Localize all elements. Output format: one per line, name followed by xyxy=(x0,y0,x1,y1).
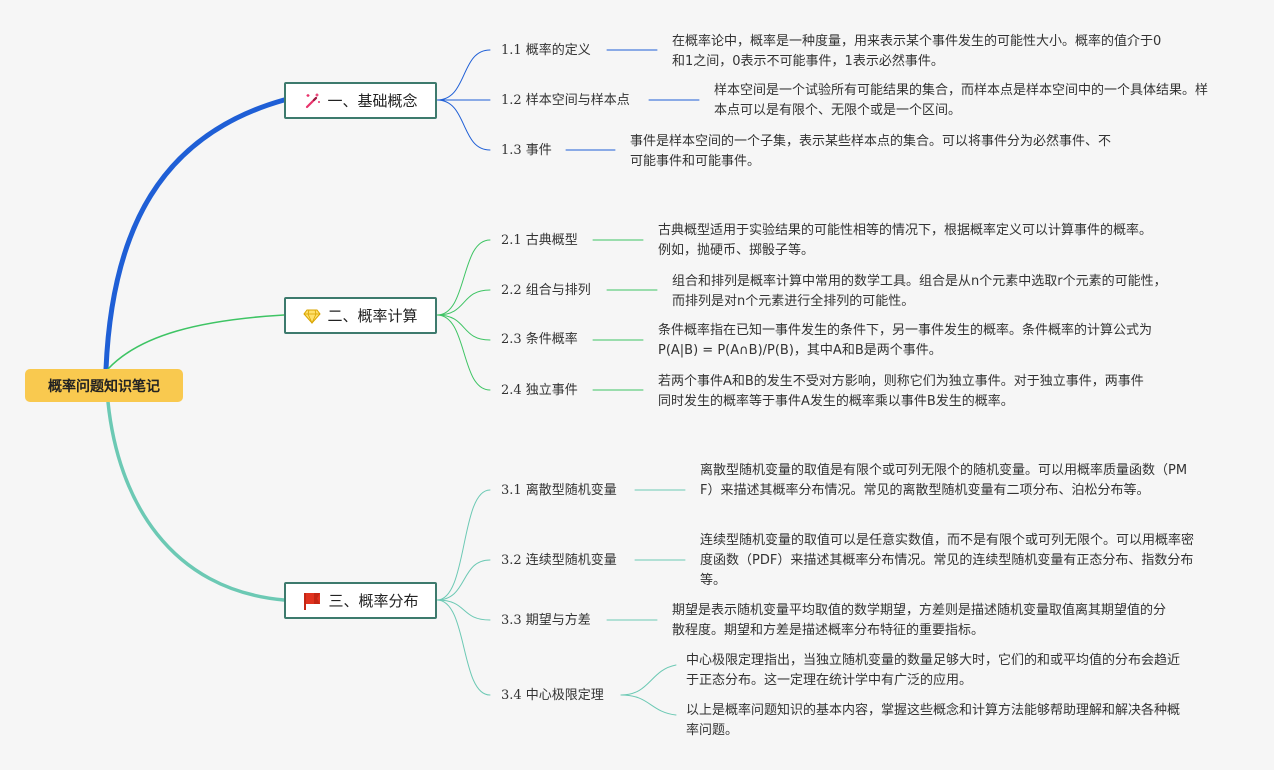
description-1-3[interactable]: 事件是样本空间的一个子集，表示某些样本点的集合。可以将事件分为必然事件、不可能事… xyxy=(630,134,1112,169)
description-3-1[interactable]: 离散型随机变量的取值是有限个或可列无限个的随机变量。可以用概率质量函数（PMF）… xyxy=(700,463,1188,498)
subtopic-2-2[interactable]: 2.2 组合与排列 xyxy=(501,283,591,298)
description-2-4[interactable]: 若两个事件A和B的发生不受对方影响，则称它们为独立事件。对于独立事件，两事件同时… xyxy=(658,374,1144,409)
description-2-1[interactable]: 古典概型适用于实验结果的可能性相等的情况下，根据概率定义可以计算事件的概率。例如… xyxy=(658,223,1153,258)
branch-title: 三、概率分布 xyxy=(328,592,419,610)
description-2-3[interactable]: 条件概率指在已知一事件发生的条件下，另一事件发生的概率。条件概率的计算公式为P(… xyxy=(658,323,1153,358)
branch-probability-distribution[interactable]: 三、概率分布 xyxy=(284,582,437,619)
description-3-4b[interactable]: 以上是概率问题知识的基本内容，掌握这些概念和计算方法能够帮助理解和解决各种概率问… xyxy=(686,703,1181,738)
subtopic-3-2[interactable]: 3.2 连续型随机变量 xyxy=(501,553,617,568)
branch-connector-3-4 xyxy=(436,599,491,696)
description-connector-12 xyxy=(620,694,677,716)
subtopic-3-3[interactable]: 3.3 期望与方差 xyxy=(501,613,591,628)
subtopic-1-3[interactable]: 1.3 事件 xyxy=(501,143,552,158)
description-1-1[interactable]: 在概率论中，概率是一种度量，用来表示某个事件发生的可能性大小。概率的值介于0和1… xyxy=(672,34,1162,69)
description-1-2[interactable]: 样本空间是一个试验所有可能结果的集合，而样本点是样本空间中的一个具体结果。样本点… xyxy=(714,83,1209,118)
description-3-4a[interactable]: 中心极限定理指出，当独立随机变量的数量足够大时，它们的和或平均值的分布会趋近于正… xyxy=(686,653,1181,688)
branch-connector-3-2 xyxy=(436,559,491,601)
branch-connector-2-2 xyxy=(436,289,491,316)
branch-connector-1-1 xyxy=(436,49,491,101)
root-connector-1 xyxy=(103,97,287,372)
diamond-icon xyxy=(303,307,322,325)
subtopic-2-1[interactable]: 2.1 古典概型 xyxy=(501,233,578,248)
description-2-2[interactable]: 组合和排列是概率计算中常用的数学工具。组合是从n个元素中选取r个元素的可能性，而… xyxy=(672,274,1167,309)
root-connector-3 xyxy=(106,400,286,602)
branch-basic-concepts[interactable]: 一、基础概念 xyxy=(284,82,437,119)
branch-connector-2-1 xyxy=(436,239,491,316)
description-connector-11 xyxy=(620,664,677,696)
subtopic-3-1[interactable]: 3.1 离散型随机变量 xyxy=(501,483,617,498)
magic-wand-icon xyxy=(303,92,321,110)
branch-title: 一、基础概念 xyxy=(327,92,418,110)
root-connector-2 xyxy=(107,314,285,370)
branch-connector-3-3 xyxy=(436,599,491,621)
red-flag-icon xyxy=(302,591,322,611)
branch-connector-2-3 xyxy=(436,314,491,341)
description-3-3[interactable]: 期望是表示随机变量平均取值的数学期望，方差则是描述随机变量取值离其期望值的分散程… xyxy=(672,603,1167,638)
description-3-2[interactable]: 连续型随机变量的取值可以是任意实数值，而不是有限个或可列无限个。可以用概率密度函… xyxy=(700,533,1195,588)
root-topic-label: 概率问题知识笔记 xyxy=(48,378,160,395)
branch-probability-calculation[interactable]: 二、概率计算 xyxy=(284,297,437,334)
branch-title: 二、概率计算 xyxy=(327,307,418,325)
branch-connector-1-3 xyxy=(436,99,491,151)
root-topic[interactable]: 概率问题知识笔记 xyxy=(25,369,183,402)
branch-connector-3-1 xyxy=(436,489,491,601)
subtopic-1-1[interactable]: 1.1 概率的定义 xyxy=(501,43,591,58)
subtopic-3-4[interactable]: 3.4 中心极限定理 xyxy=(501,688,604,703)
subtopic-2-3[interactable]: 2.3 条件概率 xyxy=(501,332,578,347)
subtopic-2-4[interactable]: 2.4 独立事件 xyxy=(501,383,578,398)
branch-connector-2-4 xyxy=(436,314,491,391)
subtopic-1-2[interactable]: 1.2 样本空间与样本点 xyxy=(501,93,630,108)
